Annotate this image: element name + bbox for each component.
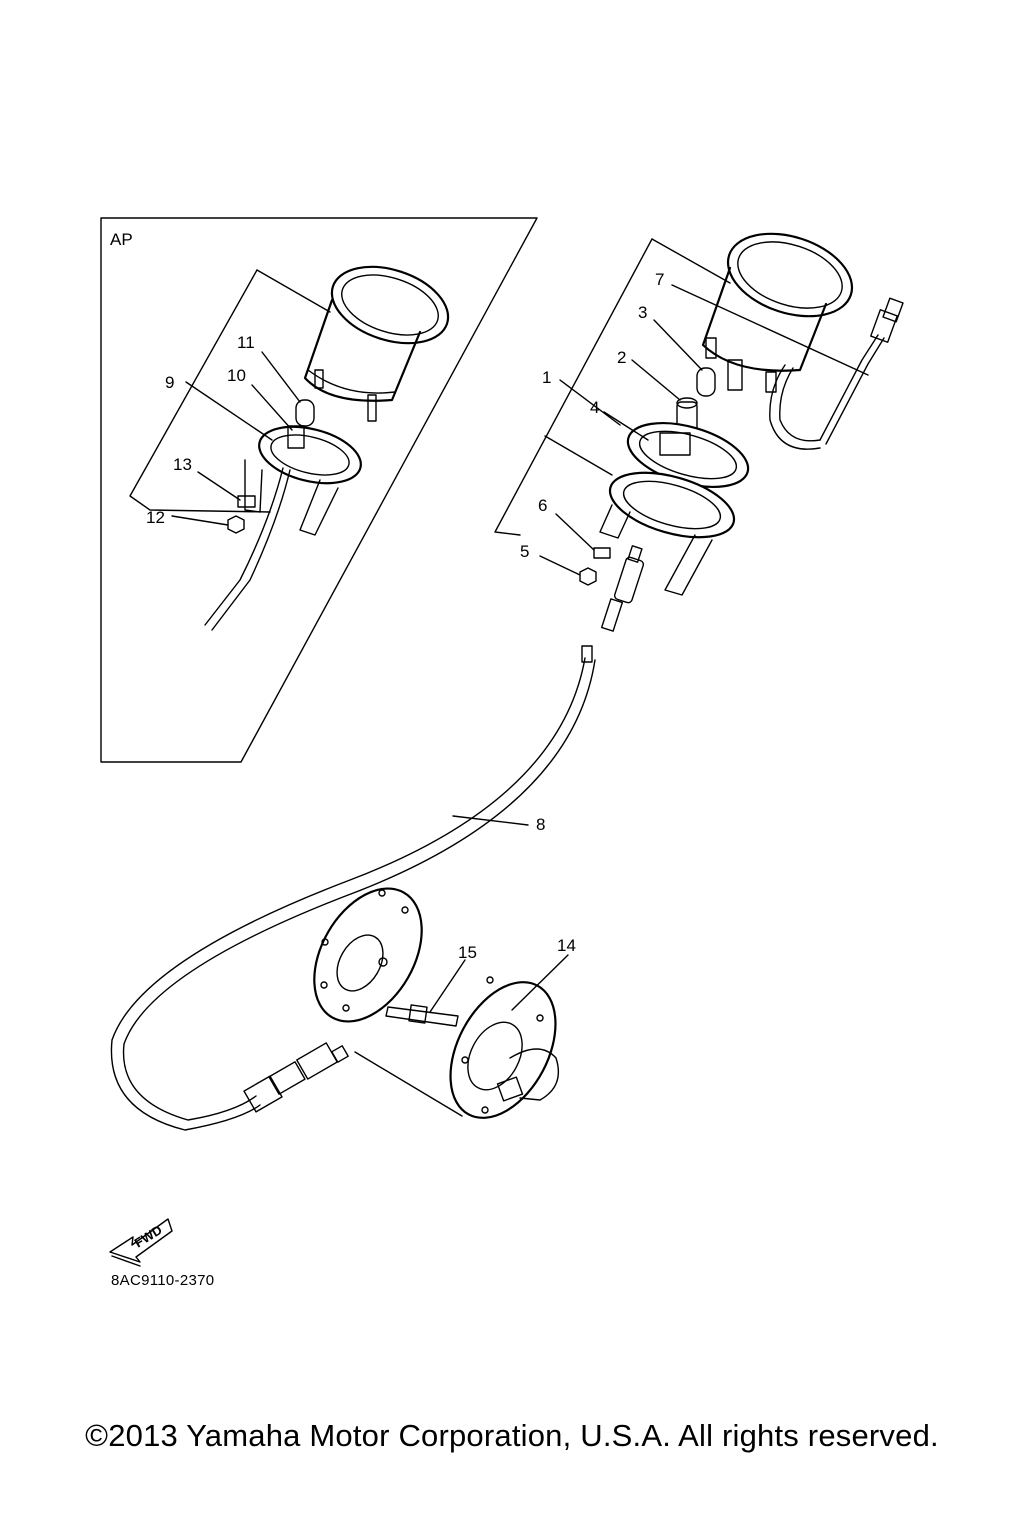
main-bracket — [494, 238, 653, 536]
forward-arrow-icon: FWD — [109, 1218, 173, 1267]
gear-shaft — [385, 1004, 459, 1027]
damper — [593, 547, 611, 559]
meter-assembly: 7 3 2 1 4 6 5 — [494, 232, 904, 632]
callout-6: 6 — [538, 496, 547, 515]
callout-2: 2 — [617, 348, 626, 367]
callout-7: 7 — [655, 270, 664, 289]
cable-upper-end — [600, 545, 645, 632]
cable-lower-end — [243, 1042, 349, 1113]
inset-label: AP — [110, 230, 133, 249]
diagram-code: 8AC9110-2370 — [111, 1272, 215, 1289]
inset-bracket — [129, 269, 271, 513]
nut — [579, 567, 597, 586]
callout-9: 9 — [165, 373, 174, 392]
cable-end-7 — [819, 297, 904, 445]
inset-bracket-ring — [204, 425, 362, 631]
callout-11: 11 — [237, 333, 255, 352]
gear-housing — [449, 976, 560, 1119]
callout-1: 1 — [542, 368, 551, 387]
meter-bracket-ring — [599, 471, 736, 596]
gear-plate — [313, 887, 423, 1023]
callout-4: 4 — [590, 398, 599, 417]
inset-bulb — [295, 399, 315, 427]
callout-13: 13 — [173, 455, 192, 474]
copyright-notice: ©2013 Yamaha Motor Corporation, U.S.A. A… — [85, 1418, 939, 1453]
callout-3: 3 — [638, 303, 647, 322]
inset-meter — [303, 265, 450, 422]
speedometer — [701, 232, 854, 450]
callout-8: 8 — [536, 815, 545, 834]
meter-cup — [626, 422, 750, 488]
fwd-label: FWD — [132, 1222, 165, 1250]
inset-panel: AP — [100, 217, 538, 763]
callout-14: 14 — [557, 936, 576, 955]
callout-12: 12 — [146, 508, 165, 527]
callout-5: 5 — [520, 542, 529, 561]
speedometer-gear-unit: 15 14 — [313, 887, 576, 1119]
bulb — [696, 367, 716, 397]
callout-10: 10 — [227, 366, 246, 385]
callout-15: 15 — [458, 943, 477, 962]
speedometer-cable: 8 — [110, 645, 596, 1131]
